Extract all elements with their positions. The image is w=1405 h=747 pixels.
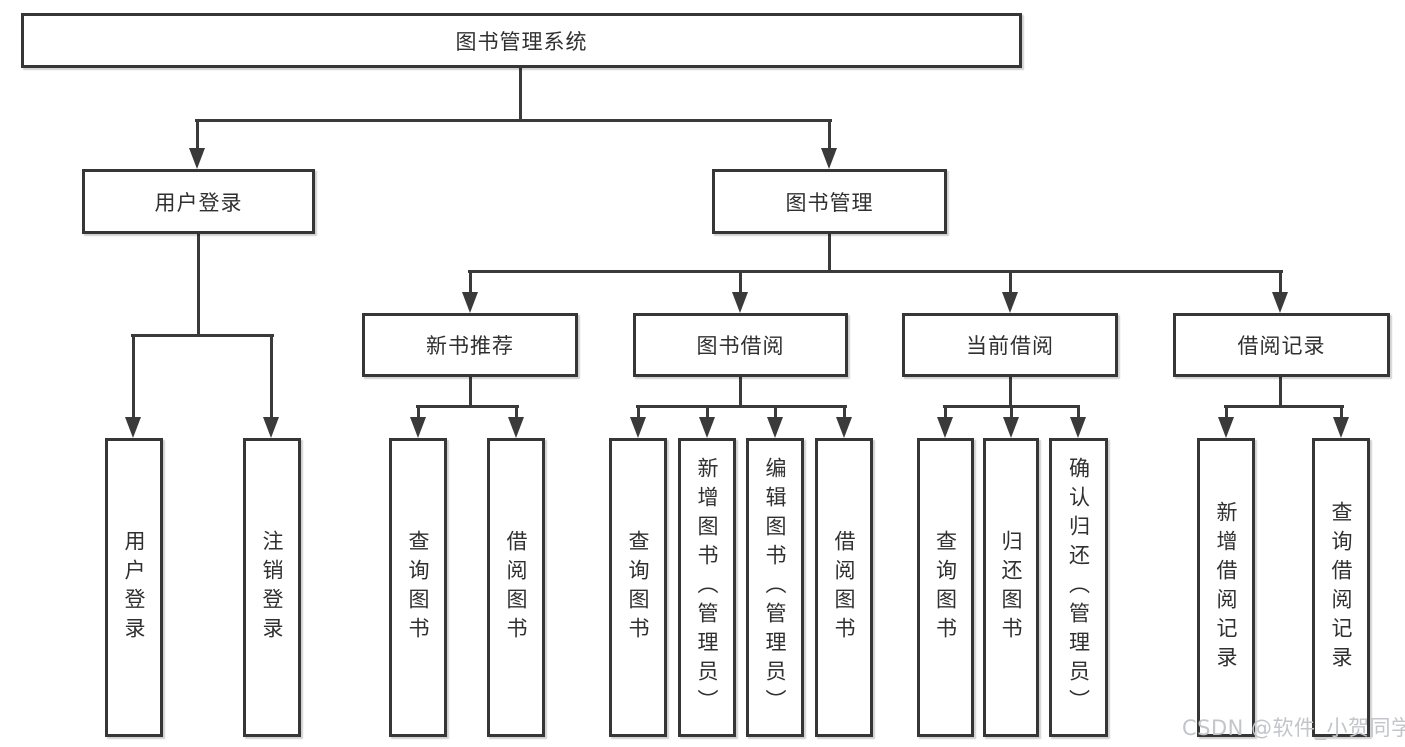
connector-stem-book-borrowing bbox=[739, 270, 742, 293]
arrow-book-borrowing bbox=[732, 292, 748, 313]
leaf-return-books: 归还图书 bbox=[983, 438, 1039, 737]
leaf-add-borrow-record: 新增借阅记录 bbox=[1197, 438, 1255, 737]
connector-stem-leaf-return-books bbox=[1010, 405, 1013, 418]
leaf-edit-books-admin: 编辑图书（管理员） bbox=[746, 438, 804, 737]
leaf-edit-books-admin-label: 编辑图书（管理员） bbox=[763, 457, 787, 718]
node-library-system: 图书管理系统 bbox=[21, 13, 1022, 68]
connector-borrowing-records-hbar bbox=[1224, 405, 1344, 408]
connector-root-stem bbox=[519, 65, 522, 121]
arrow-leaf-confirm-return bbox=[1070, 417, 1086, 438]
arrow-user-login bbox=[189, 148, 205, 169]
connector-new-book-recommend-stem bbox=[469, 377, 472, 407]
leaf-borrow-books-label: 借阅图书 bbox=[832, 529, 856, 646]
arrow-leaf-search-current bbox=[937, 417, 953, 438]
leaf-borrow-books: 借阅图书 bbox=[815, 438, 873, 737]
connector-book-management-hbar bbox=[468, 270, 1283, 273]
node-user-login-label: 用户登录 bbox=[154, 190, 243, 215]
connector-stem-leaf-add-record bbox=[1225, 405, 1228, 418]
connector-stem-leaf-search-recommend bbox=[417, 405, 420, 418]
node-book-management: 图书管理 bbox=[712, 169, 947, 234]
leaf-user-login: 用户登录 bbox=[105, 438, 163, 737]
arrow-leaf-logout bbox=[263, 417, 279, 438]
connector-current-borrowing-stem bbox=[1009, 377, 1012, 407]
leaf-search-books-recommend: 查询图书 bbox=[389, 438, 447, 737]
leaf-logout-label: 注销登录 bbox=[260, 529, 284, 646]
leaf-search-borrow-record-label: 查询借阅记录 bbox=[1329, 500, 1353, 675]
arrow-leaf-user-login bbox=[125, 417, 141, 438]
leaf-logout: 注销登录 bbox=[243, 438, 301, 737]
node-book-management-label: 图书管理 bbox=[785, 190, 874, 215]
node-new-book-recommend-label: 新书推荐 bbox=[426, 334, 514, 358]
node-current-borrowing: 当前借阅 bbox=[902, 313, 1118, 377]
arrow-leaf-add-record bbox=[1218, 417, 1234, 438]
arrow-leaf-borrow-recommend bbox=[508, 417, 524, 438]
arrow-leaf-return-books bbox=[1003, 417, 1019, 438]
connector-new-book-recommend-hbar bbox=[416, 405, 519, 408]
leaf-search-books-borrowing-label: 查询图书 bbox=[626, 529, 650, 646]
leaf-confirm-return-admin-label: 确认归还（管理员） bbox=[1066, 457, 1091, 718]
arrow-leaf-search-borrowing bbox=[630, 417, 646, 438]
leaf-confirm-return-admin: 确认归还（管理员） bbox=[1049, 438, 1108, 737]
leaf-borrow-books-recommend: 借阅图书 bbox=[487, 438, 545, 737]
connector-stem-leaf-search-current bbox=[944, 405, 947, 418]
connector-book-borrowing-hbar bbox=[636, 405, 847, 408]
connector-stem-borrowing-records bbox=[1279, 270, 1282, 293]
connector-stem-leaf-user-login bbox=[132, 334, 135, 418]
leaf-search-books-borrowing: 查询图书 bbox=[609, 438, 667, 737]
connector-stem-leaf-logout bbox=[270, 334, 273, 418]
arrow-new-book-recommend bbox=[462, 292, 478, 313]
leaf-borrow-books-recommend-label: 借阅图书 bbox=[504, 529, 528, 646]
leaf-add-books-admin: 新增图书（管理员） bbox=[678, 438, 736, 737]
connector-stem-leaf-add-books bbox=[706, 405, 709, 418]
connector-book-borrowing-stem bbox=[739, 377, 742, 407]
leaf-return-books-label: 归还图书 bbox=[999, 529, 1023, 646]
leaf-search-borrow-record: 查询借阅记录 bbox=[1312, 438, 1370, 737]
leaf-search-books-recommend-label: 查询图书 bbox=[406, 529, 430, 646]
arrow-current-borrowing bbox=[1002, 292, 1018, 313]
leaf-add-books-admin-label: 新增图书（管理员） bbox=[695, 457, 719, 718]
connector-book-management-stem bbox=[828, 234, 831, 273]
leaf-search-books-current: 查询图书 bbox=[917, 438, 974, 737]
connector-stem-current-borrowing bbox=[1009, 270, 1012, 293]
connector-stem-leaf-edit-books bbox=[774, 405, 777, 418]
node-user-login: 用户登录 bbox=[82, 169, 315, 234]
arrow-leaf-search-recommend bbox=[410, 417, 426, 438]
arrow-leaf-add-books bbox=[699, 417, 715, 438]
arrow-leaf-borrow-books bbox=[836, 417, 852, 438]
node-borrowing-records-label: 借阅记录 bbox=[1237, 334, 1326, 358]
connector-root-hbar bbox=[195, 119, 832, 122]
node-new-book-recommend: 新书推荐 bbox=[362, 313, 578, 377]
connector-stem-leaf-borrow-books bbox=[843, 405, 846, 418]
arrow-book-management bbox=[821, 148, 837, 169]
csdn-watermark: CSDN @软件_小贺同学 bbox=[1182, 716, 1405, 740]
node-current-borrowing-label: 当前借阅 bbox=[966, 334, 1054, 358]
connector-user-login-stem bbox=[197, 234, 200, 336]
connector-borrowing-records-stem bbox=[1279, 377, 1282, 407]
arrow-leaf-search-record bbox=[1333, 417, 1349, 438]
connector-stem-leaf-confirm-return bbox=[1077, 405, 1080, 418]
connector-stem-leaf-search-borrowing bbox=[637, 405, 640, 418]
leaf-search-books-current-label: 查询图书 bbox=[933, 529, 958, 646]
connector-stem-book-management bbox=[828, 119, 831, 150]
connector-stem-user-login bbox=[196, 119, 199, 150]
arrow-borrowing-records bbox=[1272, 292, 1288, 313]
node-borrowing-records: 借阅记录 bbox=[1173, 313, 1390, 377]
node-book-borrowing: 图书借阅 bbox=[633, 313, 848, 377]
leaf-user-login-label: 用户登录 bbox=[122, 529, 146, 646]
node-book-borrowing-label: 图书借阅 bbox=[696, 334, 785, 358]
node-library-system-label: 图书管理系统 bbox=[455, 29, 588, 54]
connector-stem-leaf-search-record bbox=[1340, 405, 1343, 418]
arrow-leaf-edit-books bbox=[767, 417, 783, 438]
leaf-add-borrow-record-label: 新增借阅记录 bbox=[1214, 500, 1238, 675]
connector-user-login-hbar bbox=[131, 334, 274, 337]
connector-stem-leaf-borrow-recommend bbox=[515, 405, 518, 418]
connector-stem-new-book-recommend bbox=[469, 270, 472, 293]
